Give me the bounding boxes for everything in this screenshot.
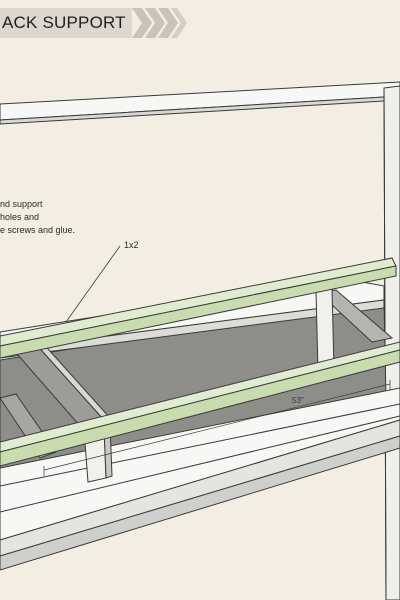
instruction-line: nd support <box>0 199 43 209</box>
banner-box: ACK SUPPORT <box>0 8 132 38</box>
board-size-label: 1x2 <box>124 240 139 250</box>
instruction-text: nd support holes and e screws and glue. <box>0 198 100 237</box>
rear-1x2-board <box>0 257 397 359</box>
step-banner: ACK SUPPORT <box>0 8 188 38</box>
callout-leader <box>65 245 121 323</box>
instruction-line: holes and <box>0 212 40 222</box>
chevron-arrows-icon <box>132 8 187 38</box>
dimension-line <box>43 380 391 476</box>
back-rail <box>0 81 400 125</box>
dimension-label: 53" <box>292 396 304 405</box>
front-1x2-board <box>0 341 400 467</box>
instruction-line: e screws and glue. <box>0 225 76 235</box>
bench-frame <box>0 277 400 571</box>
step-title: ACK SUPPORT <box>2 13 126 32</box>
